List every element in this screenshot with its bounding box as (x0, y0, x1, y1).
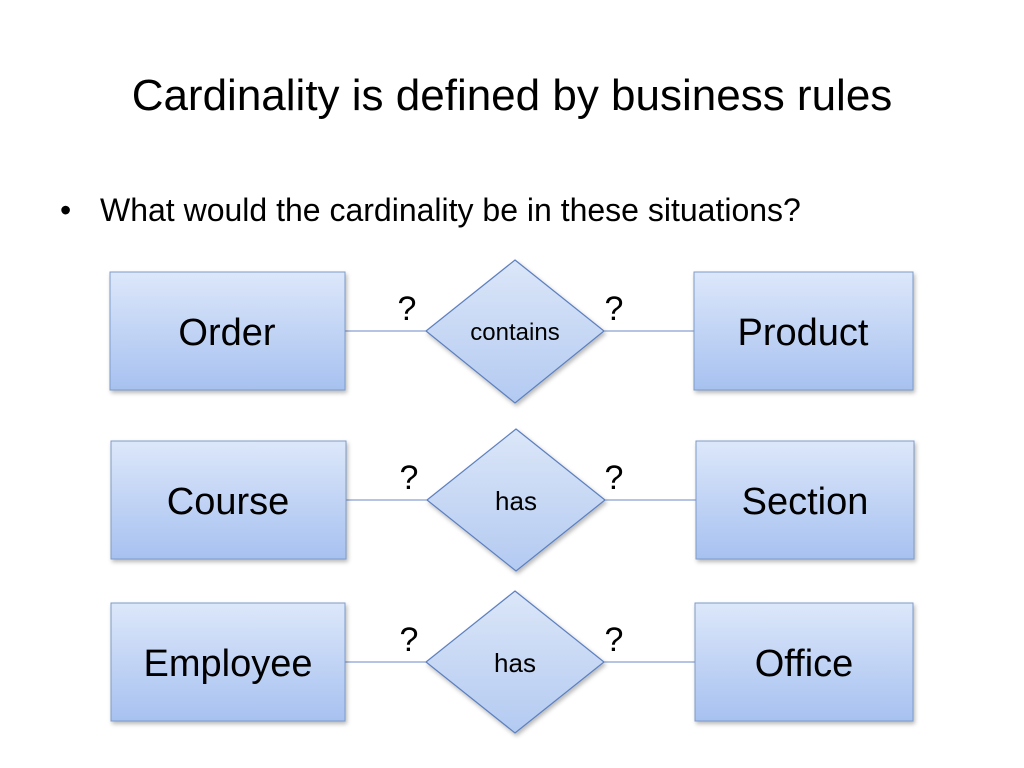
relationship-diamond-has (425, 590, 605, 734)
left-cardinality-label: ? (398, 290, 417, 328)
er-row-order-product: Order Product contains ? ? (109, 259, 914, 404)
bullet-text: What would the cardinality be in these s… (100, 192, 801, 228)
entity-box-employee (110, 602, 346, 722)
relationship-diamond-has (426, 428, 606, 572)
relationship-label-has: has (494, 648, 536, 678)
entity-label-order: Order (178, 312, 275, 354)
entity-label-course: Course (167, 481, 290, 523)
entity-box-section (695, 440, 915, 560)
entity-box-order (109, 271, 346, 391)
entity-box-office (694, 602, 914, 722)
entity-label-section: Section (742, 481, 869, 523)
relationship-label-contains: contains (470, 319, 559, 346)
right-cardinality-label: ? (605, 621, 624, 659)
entity-label-employee: Employee (144, 643, 313, 685)
left-cardinality-label: ? (400, 459, 419, 497)
entity-label-office: Office (755, 643, 854, 685)
left-cardinality-label: ? (400, 621, 419, 659)
relationship-label-has: has (495, 486, 537, 516)
entity-label-product: Product (738, 312, 869, 354)
slide-title: Cardinality is defined by business rules (131, 71, 893, 120)
bullet-icon: • (60, 192, 72, 228)
er-row-employee-office: Employee Office has ? ? (110, 590, 914, 734)
entity-box-course (110, 440, 347, 560)
right-cardinality-label: ? (605, 459, 624, 497)
relationship-diamond-contains (425, 259, 605, 404)
er-row-course-section: Course Section has ? ? (110, 428, 915, 572)
right-cardinality-label: ? (605, 290, 624, 328)
bullet-item: • What would the cardinality be in these … (60, 188, 801, 232)
entity-box-product (693, 271, 914, 391)
